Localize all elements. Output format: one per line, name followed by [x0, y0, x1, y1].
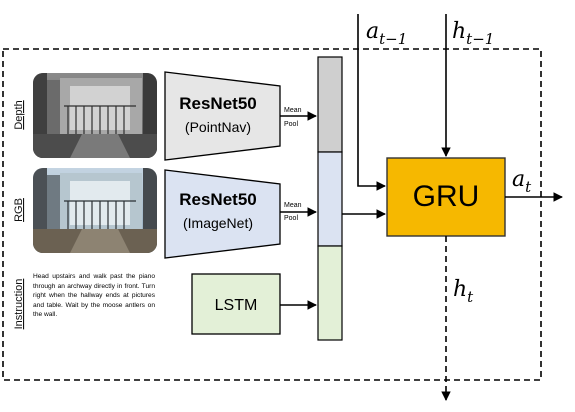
- rgb-encoder-name: ResNet50: [179, 190, 257, 209]
- hidden-output-label: ht: [453, 277, 474, 306]
- action-output-label: at: [512, 167, 532, 196]
- rgb-pool-bottom: Pool: [284, 215, 298, 222]
- rgb-label: RGB: [13, 198, 25, 222]
- rgb-encoder-sub: (ImageNet): [183, 215, 253, 231]
- prev-action-arrow: [357, 14, 386, 191]
- rgb-pool-top: Mean: [284, 202, 302, 209]
- instruction-text: Head upstairs and walk past the piano th…: [33, 273, 155, 319]
- rgb-encoder-block: [164, 169, 281, 259]
- state-rgb-segment: [317, 151, 343, 247]
- depth-image: [33, 73, 157, 158]
- prev-hidden-label: ht−1: [452, 19, 494, 48]
- gru-block: [386, 157, 506, 237]
- depth-encoder-block: [164, 71, 281, 161]
- depth-label: Depth: [13, 100, 25, 129]
- lstm-block: [191, 273, 281, 335]
- gru-label: GRU: [413, 180, 480, 213]
- depth-pool-bottom: Pool: [284, 121, 298, 128]
- depth-encoder-sub: (PointNav): [185, 119, 251, 135]
- depth-pool-top: Mean: [284, 107, 302, 114]
- depth-encoder-name: ResNet50: [179, 94, 257, 113]
- rgb-image: [33, 168, 157, 253]
- state-depth-segment: [317, 56, 343, 153]
- model-boundary: [2, 48, 542, 381]
- state-instruction-segment: [317, 245, 343, 341]
- prev-action-label: at−1: [366, 19, 407, 48]
- lstm-label: LSTM: [215, 297, 258, 314]
- instruction-label: Instruction: [13, 279, 25, 330]
